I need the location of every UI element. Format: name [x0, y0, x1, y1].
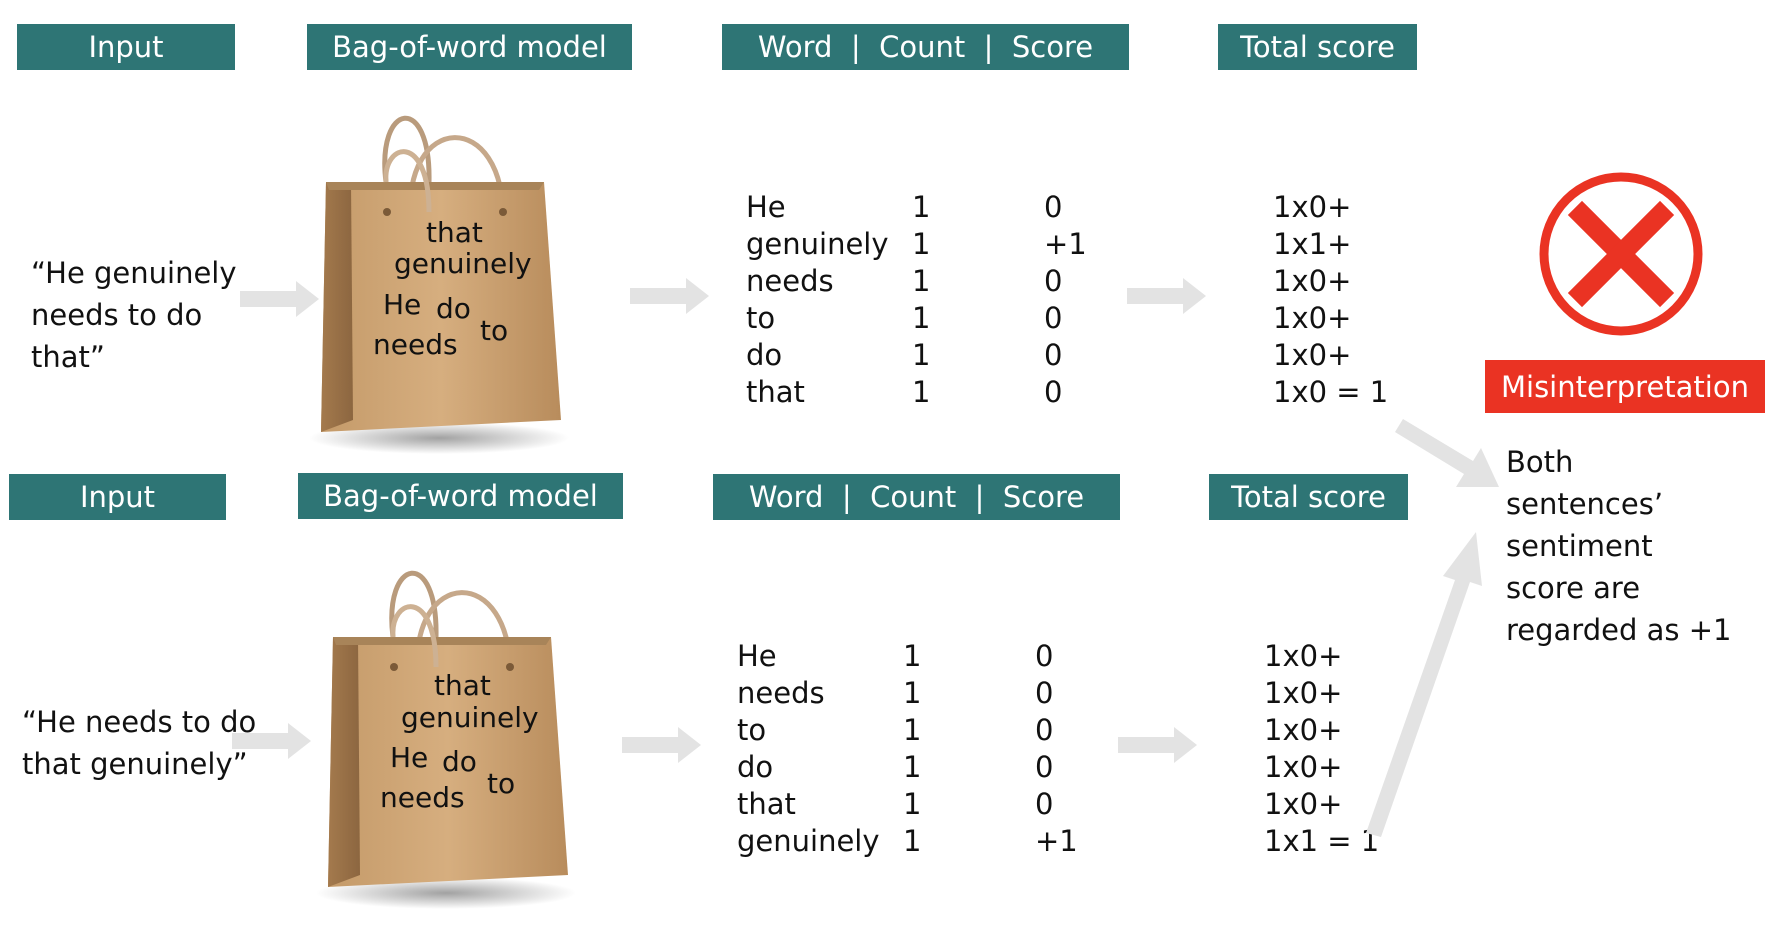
arrow-right-icon [1118, 727, 1197, 763]
bag-word: needs [373, 328, 458, 361]
word-cell: do [746, 338, 783, 372]
total-cell: 1x0+ [1273, 301, 1352, 335]
bag-word: to [480, 314, 509, 347]
total-cell: 1x0+ [1273, 338, 1352, 372]
word-cell: that [746, 375, 805, 409]
score-cell: 0 [1035, 676, 1054, 710]
input-header: Input [9, 474, 226, 520]
arrow-right-icon [240, 281, 319, 317]
arrow-right-icon [630, 278, 709, 314]
score-cell: 0 [1044, 338, 1063, 372]
arrow-right-icon [1127, 278, 1206, 314]
count-cell: 1 [903, 639, 922, 673]
count-cell: 1 [912, 375, 931, 409]
bag-word: needs [380, 781, 465, 814]
bag-word: genuinely [401, 701, 539, 734]
word-cell: to [746, 301, 776, 335]
total-cell: 1x0+ [1273, 190, 1352, 224]
bag-word: do [442, 745, 477, 778]
count-cell: 1 [912, 264, 931, 298]
arrow-diagonal-down-icon [1395, 419, 1499, 487]
bag-model-header: Bag-of-word model [298, 473, 623, 519]
score-column: 0 0 0 0 0 +1 [1035, 638, 1078, 860]
score-column: 0 +1 0 0 0 0 [1044, 189, 1087, 411]
total-cell: 1x0+ [1264, 787, 1343, 821]
count-cell: 1 [912, 338, 931, 372]
bag-word: that [434, 669, 491, 702]
bag-word: genuinely [394, 247, 532, 280]
total-column: 1x0+ 1x1+ 1x0+ 1x0+ 1x0+ 1x0 = 1 [1273, 189, 1388, 411]
score-cell: 0 [1044, 190, 1063, 224]
bag-word: do [436, 292, 471, 325]
bag-icon: that genuinely He do needs to [298, 557, 598, 917]
word-cell: needs [746, 264, 834, 298]
total-cell: 1x1+ [1273, 227, 1352, 261]
count-cell: 1 [912, 227, 931, 261]
total-score-header: Total score [1209, 474, 1408, 520]
count-column: 1 1 1 1 1 1 [903, 638, 921, 860]
score-cell: +1 [1044, 227, 1087, 261]
score-cell: 0 [1044, 301, 1063, 335]
total-cell: 1x0+ [1264, 750, 1343, 784]
count-cell: 1 [912, 301, 931, 335]
word-cell: to [737, 713, 767, 747]
total-cell: 1x0+ [1273, 264, 1352, 298]
score-cell: +1 [1035, 824, 1078, 858]
count-cell: 1 [903, 750, 922, 784]
count-cell: 1 [903, 824, 922, 858]
total-cell: 1x0+ [1264, 639, 1343, 673]
arrow-right-icon [232, 723, 311, 759]
word-cell: He [737, 639, 777, 673]
bag-model-header: Bag-of-word model [307, 24, 632, 70]
score-cell: 0 [1035, 713, 1054, 747]
bag-word: He [390, 741, 429, 774]
bag-icon: that genuinely He do needs to [291, 102, 591, 462]
bag-word: to [487, 767, 516, 800]
word-column: He needs to do that genuinely [737, 638, 880, 860]
count-cell: 1 [903, 787, 922, 821]
total-cell: 1x0+ [1264, 676, 1343, 710]
count-column: 1 1 1 1 1 1 [912, 189, 930, 411]
score-cell: 0 [1035, 787, 1054, 821]
total-score-header: Total score [1218, 24, 1417, 70]
score-cell: 0 [1035, 750, 1054, 784]
bag-word: that [426, 216, 483, 249]
cross-circle-icon [1539, 172, 1703, 336]
input-sentence: “He genuinely needs to do that” [31, 256, 237, 374]
count-cell: 1 [903, 713, 922, 747]
total-cell: 1x0 = 1 [1273, 375, 1389, 409]
bag-word: He [383, 288, 422, 321]
score-cell: 0 [1044, 264, 1063, 298]
word-column: He genuinely needs to do that [746, 189, 889, 411]
word-cell: genuinely [746, 227, 889, 261]
total-column: 1x0+ 1x0+ 1x0+ 1x0+ 1x0+ 1x1 = 1 [1264, 638, 1379, 860]
total-cell: 1x0+ [1264, 713, 1343, 747]
word-cell: that [737, 787, 796, 821]
word-cell: He [746, 190, 786, 224]
input-header: Input [17, 24, 235, 70]
word-cell: do [737, 750, 774, 784]
table-header: Word | Count | Score [713, 474, 1120, 520]
count-cell: 1 [912, 190, 931, 224]
misinterpretation-badge: Misinterpretation [1485, 360, 1765, 413]
input-sentence: “He needs to do that genuinely” [22, 705, 257, 781]
score-cell: 0 [1044, 375, 1063, 409]
word-cell: needs [737, 676, 825, 710]
score-cell: 0 [1035, 639, 1054, 673]
arrow-right-icon [622, 727, 701, 763]
table-header: Word | Count | Score [722, 24, 1129, 70]
arrow-diagonal-up-icon [1366, 532, 1482, 837]
word-cell: genuinely [737, 824, 880, 858]
count-cell: 1 [903, 676, 922, 710]
result-note: Both sentences’ sentiment score are rega… [1506, 445, 1732, 647]
